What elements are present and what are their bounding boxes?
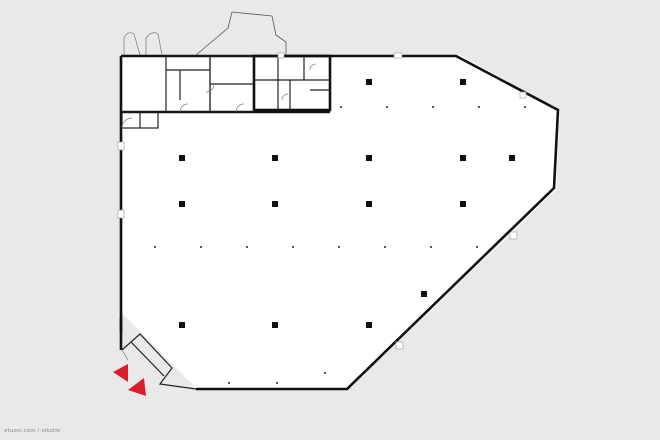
entrance-vestibule [121,333,197,390]
service-rooms [121,54,332,129]
wall-openings [117,52,527,350]
entrance-arrow-icon [113,364,128,382]
door-swings [121,63,317,129]
columns [179,79,515,328]
canopy-doors [123,32,163,56]
watermark-text: etuovi.com / oikotie [4,428,61,434]
floor-area [121,55,560,388]
post-dots [154,106,526,384]
entrance-arrow-icon [128,378,146,396]
site-outline [195,11,287,56]
